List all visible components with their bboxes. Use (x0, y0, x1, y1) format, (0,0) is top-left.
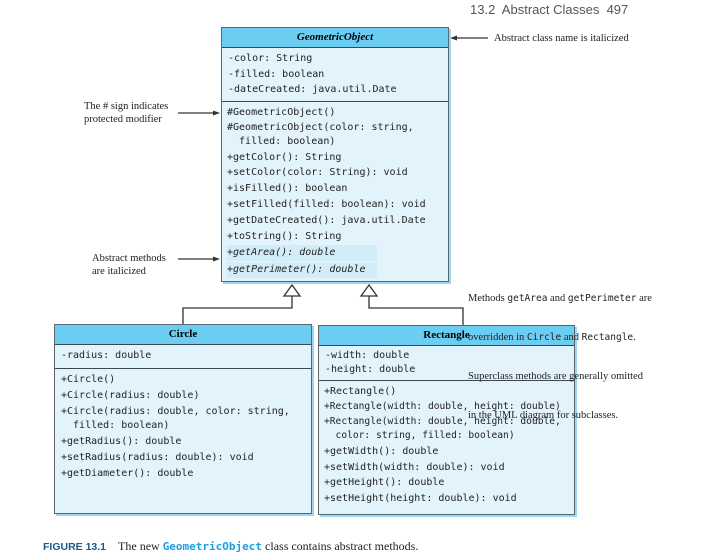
attributes-section: -radius: double (55, 345, 311, 369)
attribute: -height: double (325, 364, 416, 375)
note-line: Abstract methods (92, 253, 166, 264)
attributes-section: -width: double -height: double (319, 346, 574, 381)
attribute: -filled: boolean (228, 68, 325, 80)
method: +Rectangle(width: double, height: double… (324, 416, 561, 441)
method: #GeometricObject() (227, 106, 336, 118)
method: +getWidth(): double (324, 446, 439, 457)
note-line: Superclass methods are generally omitted (468, 371, 643, 382)
method: +isFilled(): boolean (227, 183, 348, 194)
method: +setColor(color: String): void (227, 167, 408, 178)
code: Rectangle (581, 332, 634, 343)
class-name: Rectangle (319, 326, 574, 346)
note-protected: The # sign indicates protected modifier (84, 100, 168, 126)
class-rectangle: Rectangle -width: double -height: double… (318, 325, 575, 515)
inherit-triangle-rect (359, 283, 379, 297)
method: +setRadius(radius: double): void (61, 451, 254, 463)
method: +Circle() (61, 373, 116, 385)
note-line: protected modifier (84, 114, 162, 125)
methods-section: #GeometricObject() #GeometricObject(colo… (222, 102, 448, 282)
caption-label: FIGURE 13.1 (43, 541, 107, 553)
note-abstract-methods: Abstract methods are italicized (92, 252, 166, 278)
method: +Circle(radius: double, color: string, f… (61, 405, 290, 431)
attribute: -radius: double (61, 350, 152, 361)
attributes-section: -color: String -filled: boolean -dateCre… (222, 48, 448, 102)
note-line: in the UML diagram for subclasses. (468, 410, 619, 421)
class-name: Circle (55, 325, 311, 345)
method: +setWidth(width: double): void (324, 461, 505, 473)
note-line: overridden in Circle and Rectangle. (468, 331, 652, 344)
text: and (561, 332, 582, 343)
attribute: -width: double (325, 350, 410, 361)
methods-section: +Circle() +Circle(radius: double) +Circl… (55, 369, 311, 485)
method: +Rectangle() (324, 386, 397, 397)
method: #GeometricObject(color: string, filled: … (227, 121, 414, 147)
note-overridden: Methods getArea and getPerimeter are ove… (468, 266, 652, 435)
note-line: are italicized (92, 266, 146, 277)
method: +getDiameter(): double (61, 467, 194, 479)
text: are (636, 293, 652, 304)
inherit-triangle-circle (282, 283, 302, 297)
caption-text: class contains abstract methods. (262, 539, 419, 553)
text: overridden in (468, 332, 527, 343)
method: +getColor(): String (227, 151, 342, 163)
text: and (547, 293, 568, 304)
attribute: -color: String (228, 53, 313, 64)
class-geometric-object: GeometricObject -color: String -filled: … (221, 27, 449, 282)
method: +getRadius(): double (61, 435, 182, 447)
class-name: GeometricObject (222, 28, 448, 48)
note-abstract-class: Abstract class name is italicized (494, 33, 629, 44)
note-line: The # sign indicates (84, 101, 169, 112)
method: +getHeight(): double (324, 477, 445, 488)
note-line: Methods getArea and getPerimeter are (468, 292, 652, 305)
code: Circle (526, 332, 562, 343)
text: . (633, 332, 636, 343)
methods-section: +Rectangle() +Rectangle(width: double, h… (319, 381, 574, 509)
text: Methods (468, 293, 508, 304)
abstract-method: +getArea(): double (227, 245, 377, 261)
page-header: 13.2 Abstract Classes 497 (470, 2, 629, 17)
method: +toString(): String (227, 231, 342, 242)
method: +Rectangle(width: double, height: double… (324, 401, 561, 412)
attribute: -dateCreated: java.util.Date (228, 84, 397, 95)
inherit-rect-line (368, 296, 464, 325)
caption-text: The new (118, 539, 163, 553)
abstract-method: +getPerimeter(): double (227, 262, 377, 278)
class-circle: Circle -radius: double +Circle() +Circle… (54, 324, 312, 514)
code: getArea (507, 293, 548, 304)
inherit-circle-line (182, 296, 293, 325)
caption-code: GeometricObject (162, 540, 263, 553)
code: getPerimeter (567, 293, 637, 304)
method: +setHeight(height: double): void (324, 492, 517, 504)
method: +Circle(radius: double) (61, 389, 200, 401)
method: +setFilled(filled: boolean): void (227, 199, 426, 210)
figure-caption: FIGURE 13.1 The new GeometricObject class… (40, 524, 418, 554)
method: +getDateCreated(): java.util.Date (227, 215, 426, 226)
